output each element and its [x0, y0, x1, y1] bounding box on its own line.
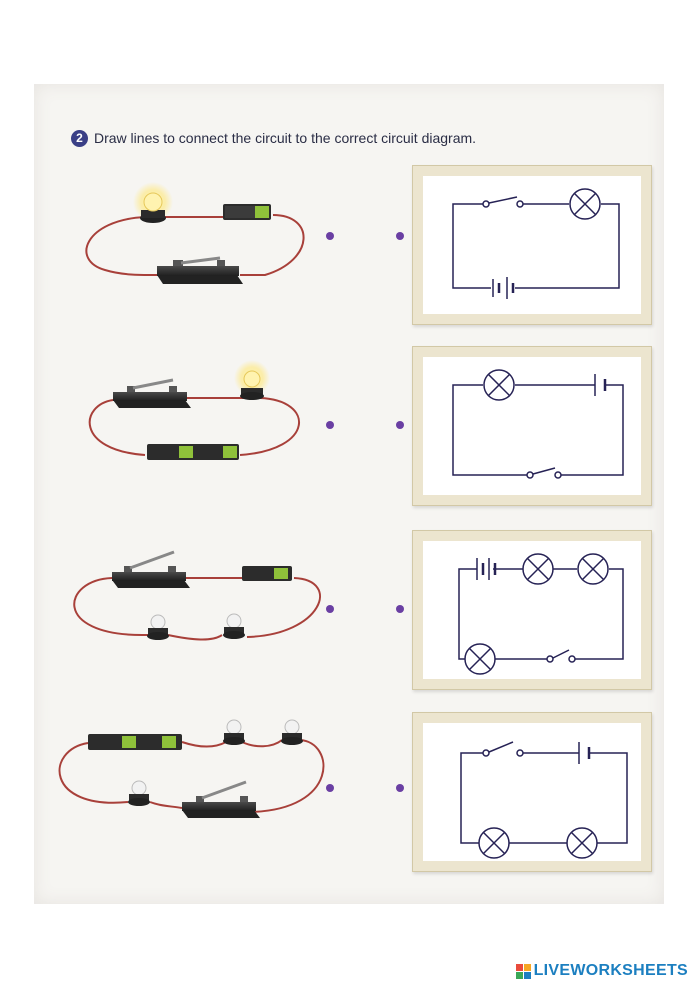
bulb-icon	[147, 614, 169, 640]
switch-symbol	[482, 741, 524, 757]
battery-symbol	[578, 742, 591, 764]
circuit-4	[58, 719, 325, 818]
battery-symbol	[476, 558, 497, 580]
bulb-symbol	[569, 188, 601, 220]
diagram-4-match-dot[interactable]	[396, 784, 404, 792]
switch-icon	[157, 256, 243, 284]
battery-symbol	[492, 277, 515, 299]
bulb-lit-icon	[234, 360, 270, 400]
circuit-2-match-dot[interactable]	[326, 421, 334, 429]
bulb-icon	[281, 719, 303, 745]
bulb-symbol	[566, 827, 598, 859]
circuit-diagram-1	[452, 188, 620, 299]
logo-mark-icon	[515, 963, 531, 979]
diagram-2-match-dot[interactable]	[396, 421, 404, 429]
circuit-2	[88, 360, 300, 460]
circuit-diagram-4	[460, 741, 628, 859]
bulb-lit-icon	[133, 182, 173, 223]
circuit-diagram-3	[458, 553, 624, 675]
battery-icon	[223, 204, 271, 220]
liveworksheets-logo: LIVEWORKSHEETS	[515, 962, 688, 980]
circuit-3	[73, 550, 321, 641]
bulb-symbol	[483, 369, 515, 401]
switch-symbol	[526, 467, 562, 479]
battery-symbol	[594, 374, 607, 396]
battery-icon	[88, 734, 182, 750]
diagram-card-3	[412, 530, 652, 690]
circuit-1	[85, 182, 305, 284]
question-instruction: 2 Draw lines to connect the circuit to t…	[71, 127, 476, 149]
bulb-symbol	[522, 553, 554, 585]
switch-symbol	[546, 649, 576, 663]
bulb-symbol	[577, 553, 609, 585]
circuit-diagram-2	[452, 369, 624, 479]
logo-text: LIVEWORKSHEETS	[533, 962, 688, 979]
switch-icon	[182, 780, 260, 818]
bulb-icon	[223, 613, 245, 639]
switch-icon	[112, 550, 190, 588]
bulb-icon	[223, 719, 245, 745]
circuit-4-match-dot[interactable]	[326, 784, 334, 792]
bulb-icon	[128, 780, 150, 806]
diagram-1-match-dot[interactable]	[396, 232, 404, 240]
switch-icon	[113, 378, 191, 408]
battery-icon	[242, 566, 292, 581]
diagram-card-2	[412, 346, 652, 506]
battery-icon	[147, 444, 239, 460]
diagram-card-1	[412, 165, 652, 325]
question-number-badge: 2	[71, 129, 88, 147]
circuit-1-match-dot[interactable]	[326, 232, 334, 240]
bulb-symbol	[478, 827, 510, 859]
diagram-card-4	[412, 712, 652, 872]
instruction-text: Draw lines to connect the circuit to the…	[94, 130, 477, 146]
switch-symbol	[482, 196, 524, 208]
diagram-3-match-dot[interactable]	[396, 605, 404, 613]
circuit-3-match-dot[interactable]	[326, 605, 334, 613]
bulb-symbol	[464, 643, 496, 675]
